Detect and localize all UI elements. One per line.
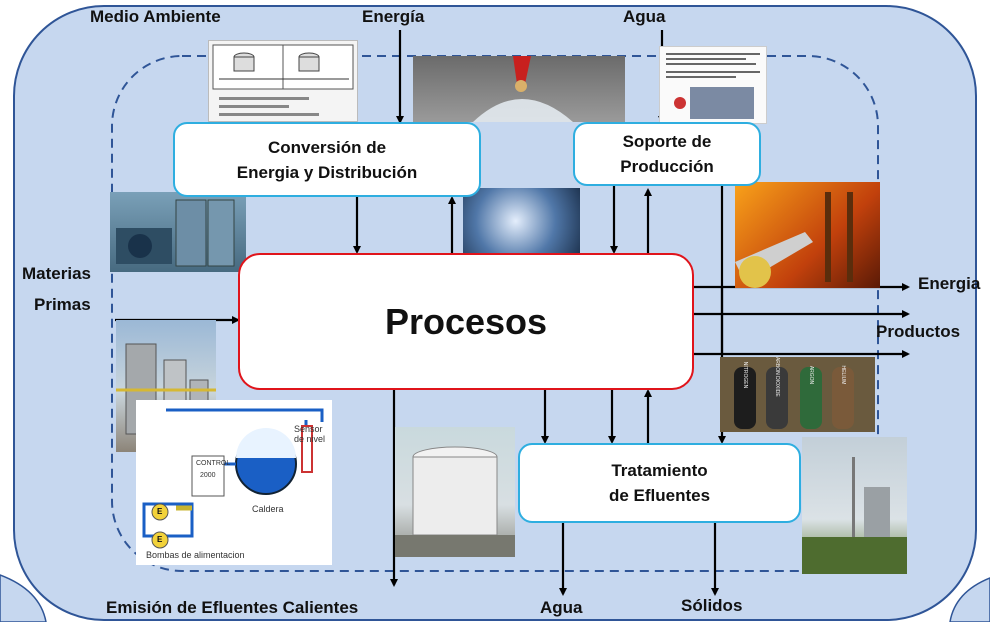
industrial-site-image: [802, 437, 907, 574]
control-label: CONTROL: [196, 460, 231, 467]
control-value: 2000: [200, 472, 216, 479]
soporte-line1: Soporte de: [622, 132, 712, 151]
sensor-label: Sensor de nivel: [294, 424, 326, 444]
pump-label-top: E: [157, 507, 163, 516]
productos-output-label: Productos: [876, 322, 961, 341]
emision-output-label: Emisión de Efluentes Calientes: [106, 598, 359, 617]
fire-image: [735, 182, 880, 288]
tratamiento-line2: de Efluentes: [608, 486, 711, 505]
energia-output-label: Energia: [918, 274, 981, 293]
primas-label: Primas: [34, 295, 91, 314]
cylinder-label: ARGON: [808, 366, 814, 385]
energia-input-label: Energía: [362, 7, 425, 26]
sprinkler-image: [413, 56, 625, 122]
conversion-energia-box: Conversión de Energia y Distribución: [173, 122, 481, 197]
equipment-image: [110, 192, 246, 272]
pump-label-bottom: E: [157, 535, 163, 544]
cylinder-label: CARBON DIOXIDE: [774, 357, 780, 397]
cylinder-label: NITROGEN: [742, 362, 748, 389]
caldera-label: Caldera: [252, 504, 284, 514]
procesos-box: Procesos: [238, 253, 694, 390]
cylinder-label: HELIUM: [840, 366, 846, 385]
agua-input-label: Agua: [623, 7, 666, 26]
agua-output-label: Agua: [540, 598, 583, 617]
conversion-line1: Conversión de: [267, 137, 387, 157]
tratamiento-line1: Tratamiento: [611, 461, 708, 480]
bombas-label: Bombas de alimentacion: [146, 550, 245, 560]
medio-ambiente-label: Medio Ambiente: [90, 7, 221, 26]
solidos-output-label: Sólidos: [681, 596, 743, 615]
soporte-line2: Producción: [620, 157, 714, 176]
tratamiento-efluentes-box: Tratamiento de Efluentes: [518, 443, 801, 523]
document-image: [659, 46, 767, 124]
storage-tank-image: [395, 427, 515, 557]
materias-label: Materias: [22, 264, 91, 283]
soporte-produccion-box: Soporte de Producción: [573, 122, 761, 186]
procesos-label: Procesos: [384, 300, 548, 342]
solar-dish-image: [463, 188, 580, 254]
gas-cylinders-image: NITROGEN CARBON DIOXIDE ARGON HELIUM: [720, 357, 875, 432]
plant-layout-image: [208, 40, 358, 122]
boiler-diagram: Sensor de nivel CONTROL 2000 Caldera E E…: [136, 400, 332, 565]
conversion-line2: Energia y Distribución: [236, 162, 418, 182]
